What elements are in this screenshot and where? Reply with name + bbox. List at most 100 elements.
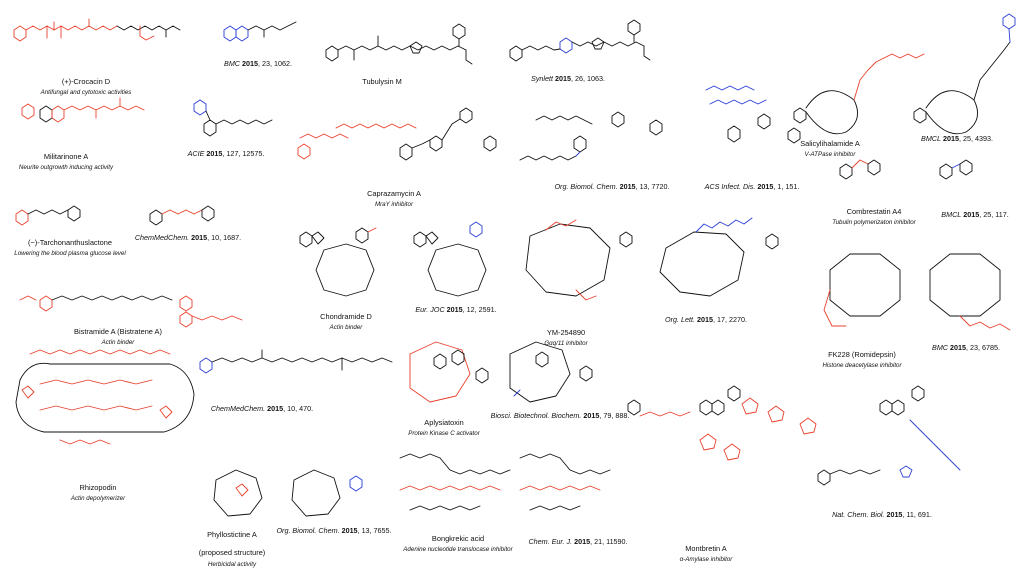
compound-name: Phyllostictine A [207, 530, 257, 539]
activity-text: Actin binder [329, 324, 363, 332]
tarchonanthuslactone-structure [15, 205, 81, 226]
bistramide-label: Bistramide A (Bistratene A) Actin binder [74, 321, 162, 347]
tubulysin-m-label: Tubulysin M [362, 71, 402, 89]
compound-name: Salicylihalamide A [800, 139, 860, 148]
reference-chemmedchem-470: ChemMedChem. 2015, 10, 470. [210, 404, 313, 413]
reference-chem-eur-j: Chem. Eur. J. 2015, 21, 11590. [528, 537, 627, 546]
journal-name: Chem. Eur. J. [528, 537, 573, 546]
reference-volume-page: , 25, 4393. [959, 134, 993, 143]
acs-infect-structure [705, 85, 801, 144]
org-lett-structure [659, 217, 779, 297]
activity-text: α-Amylase inhibitor [679, 556, 733, 564]
phyllostictine-structure [213, 469, 263, 517]
reference-year: 2015 [757, 182, 774, 191]
compound-name: Combrestatin A4 [846, 207, 902, 216]
reference-chemmedchem-1687: ChemMedChem. 2015, 10, 1687. [134, 233, 242, 242]
compound-name: (−)-Tarchonanthuslactone [27, 238, 113, 247]
chemmedchem-1687-structure [149, 205, 215, 226]
compound-name-note: (proposed structure) [198, 548, 266, 558]
compound-name: Montbretin A [685, 544, 727, 553]
reference-year: 2015 [267, 404, 284, 413]
journal-name: Nat. Chem. Biol. [832, 510, 885, 519]
reference-volume-page: , 23, 1062. [258, 59, 292, 68]
journal-name: Eur. JOC [415, 305, 445, 314]
reference-biosci: Biosci. Biotechnol. Biochem. 2015, 79, 8… [490, 411, 630, 420]
tubulysin-m-structure [325, 23, 473, 65]
bmc-1062-structure [223, 21, 297, 42]
combretastatin-structure [839, 159, 881, 180]
activity-text: Neurite outgrowth inducing activity [18, 164, 114, 172]
militarinone-label: Militarinone A Neurite outgrowth inducin… [19, 146, 113, 172]
reference-bmcl-117: BMCL 2015, 25, 117. [941, 210, 1009, 219]
bmc-6785-structure [929, 253, 1011, 331]
rhizopodin-structure [15, 349, 195, 445]
crocacin-d-amide [116, 25, 181, 41]
ym-254890-structure [525, 219, 633, 301]
salicylihalamide-label: Salicylihalamide A V-ATPase inhibitor [800, 133, 860, 159]
rhizopodin-label: Rhizopodin Actin depolymerizer [71, 477, 125, 503]
compound-name: Tubulysin M [362, 77, 402, 86]
compound-name: Bongkrekic acid [431, 534, 485, 543]
journal-name: BMCL [921, 134, 942, 143]
reference-volume-page: , 1, 151. [773, 182, 800, 191]
activity-text: Gαq/11 inhibitor [544, 340, 588, 348]
reference-org-lett: Org. Lett. 2015, 17, 2270. [665, 315, 747, 324]
reference-volume-page: , 10, 1687. [207, 233, 242, 242]
journal-name: BMC [224, 59, 241, 68]
reference-year: 2015 [886, 510, 903, 519]
bmcl-117-structure [939, 159, 973, 180]
reference-volume-page: , 26, 1063. [571, 74, 605, 83]
journal-name: BMC [932, 343, 949, 352]
journal-name: Org. Biomol. Chem. [276, 526, 340, 535]
activity-text: Tubulin polymerizaton inhibitor [832, 219, 916, 227]
reference-volume-page: , 12, 2591. [462, 305, 497, 314]
montbretin-label: Montbretin A α-Amylase inhibitor [680, 538, 733, 564]
activity-text: Protein Kinase C activator [408, 430, 480, 438]
activity-text: V-ATPase inhibitor [804, 151, 856, 159]
reference-year: 2015 [697, 315, 713, 324]
journal-name: ChemMedChem. [210, 404, 266, 413]
bistramide-structure [19, 295, 243, 328]
caprazamycin-label: Caprazamycin A MraY inhibitor [367, 183, 421, 209]
fk228-label: FK228 (Romidepsin) Histone deacetylase i… [822, 344, 901, 370]
biosci-structure [509, 341, 593, 403]
salicylihalamide-structure [793, 53, 925, 135]
journal-name: ChemMedChem. [134, 233, 190, 242]
reference-obc-7655: Org. Biomol. Chem. 2015, 13, 7655. [276, 526, 392, 535]
bongkrekic-structure [399, 453, 511, 511]
chemmedchem-470-structure [199, 349, 393, 374]
bongkrekic-label: Bongkrekic acid Adenine nucleotide trans… [403, 528, 512, 554]
reference-volume-page: , 127, 12575. [222, 149, 265, 158]
tarchonanthuslactone-label: (−)-Tarchonanthuslactone Lowering the bl… [14, 232, 125, 258]
aplysiatoxin-structure [409, 341, 489, 403]
reference-year: 2015 [583, 411, 600, 420]
reference-year: 2015 [191, 233, 208, 242]
montbretin-structure [627, 385, 817, 461]
reference-volume-page: , 23, 6785. [966, 343, 1000, 352]
reference-year: 2015 [555, 74, 572, 83]
synlett-structure [509, 19, 651, 62]
reference-year: 2015 [943, 134, 960, 143]
reference-volume-page: , 13, 7655. [357, 526, 392, 535]
crocacin-d-structure [13, 18, 118, 42]
chondramide-structure [299, 227, 377, 297]
compound-name: Rhizopodin [79, 483, 117, 492]
compound-name: Aplysiatoxin [424, 418, 464, 427]
reference-bmc-6785: BMC 2015, 23, 6785. [932, 343, 1000, 352]
journal-name: Org. Biomol. Chem. [554, 182, 618, 191]
activity-text: Herbicidal activity [207, 560, 257, 568]
eur-joc-structure [413, 221, 487, 297]
militarinone-structure [21, 97, 145, 123]
journal-name: Biosci. Biotechnol. Biochem. [490, 411, 582, 420]
bmcl-4393-structure [913, 13, 1016, 135]
ym-254890-label: YM-254890 Gαq/11 inhibitor [544, 322, 587, 348]
reference-volume-page: , 25, 117. [979, 210, 1009, 219]
chem-eur-j-structure [519, 453, 611, 511]
compound-name: (+)-Crocacin D [61, 77, 111, 86]
crocacin-d-label: (+)-Crocacin D Antifungal and cytotoxic … [41, 71, 132, 97]
reference-synlett: Synlett 2015, 26, 1063. [531, 74, 605, 83]
caprazamycin-structure [297, 107, 497, 161]
reference-year: 2015 [963, 210, 980, 219]
reference-volume-page: , 11, 691. [902, 510, 932, 519]
